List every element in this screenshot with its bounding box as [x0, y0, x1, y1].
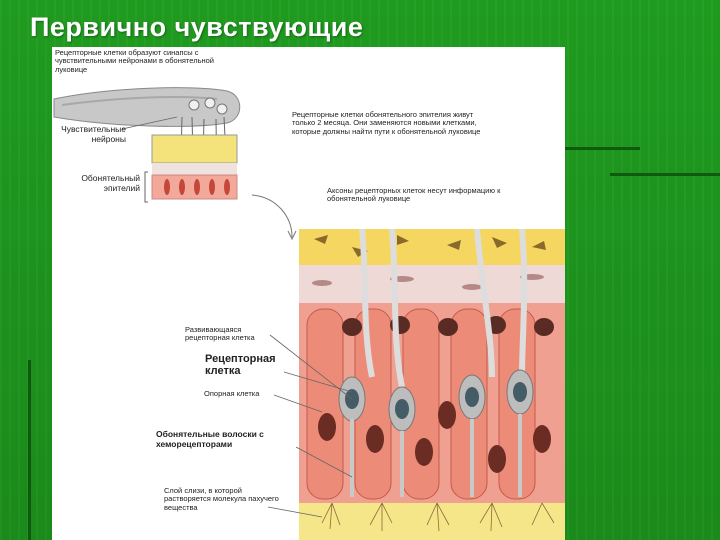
receptor-cell-label: Рецепторная клетка: [205, 353, 276, 378]
olfactory-epithelium-illustration: [53, 87, 565, 540]
figure-panel: Рецепторные клетки образуют синапсы с чу…: [52, 47, 565, 540]
synapse-note: Рецепторные клетки образуют синапсы с чу…: [55, 48, 214, 74]
olfactory-hairs-label: Обонятельные волоски с хеморецепторами: [156, 429, 264, 449]
decorative-line: [28, 360, 31, 540]
olfactory-epithelium-label: Обонятельный эпителий: [81, 173, 140, 193]
developing-receptor-cell-label: Развивающаяся рецепторная клетка: [185, 325, 255, 343]
support-cell-label: Опорная клетка: [204, 389, 260, 398]
mucus-layer-label: Слой слизи, в которой растворяется молек…: [164, 486, 279, 512]
decorative-line: [610, 173, 720, 176]
decorative-line: [560, 147, 640, 150]
axons-note: Аксоны рецепторных клеток несут информац…: [327, 186, 501, 204]
sensory-neurons-label: Чувствительные нейроны: [61, 124, 126, 144]
lifespan-note: Рецепторные клетки обонятельного эпители…: [292, 110, 481, 136]
slide-title: Первично чувствующие: [30, 12, 364, 42]
